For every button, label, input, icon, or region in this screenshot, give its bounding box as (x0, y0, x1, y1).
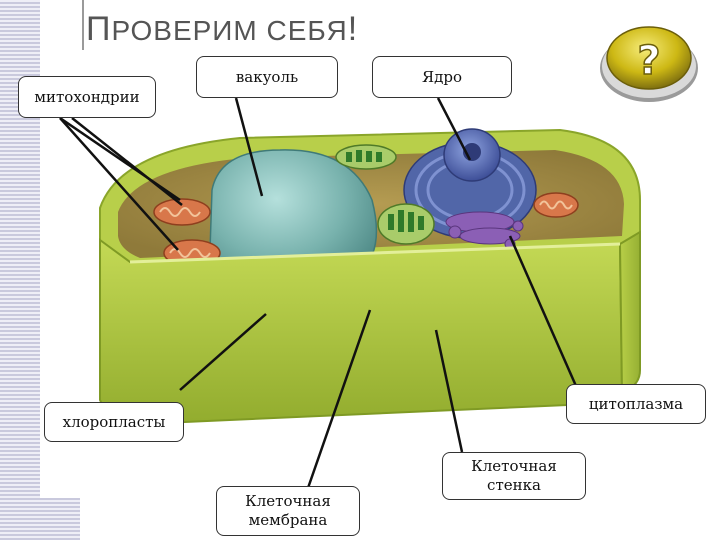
bottom-stripe-decoration (40, 498, 80, 540)
label-cytoplasm: цитоплазма (566, 384, 706, 424)
label-cell-wall-line1: Клеточная (471, 457, 557, 476)
cell-wall-side (618, 230, 641, 394)
chloroplast (377, 203, 435, 245)
chloroplast (335, 144, 397, 170)
label-cell-membrane: Клеточная мембрана (216, 486, 360, 536)
label-cell-membrane-line1: Клеточная (245, 492, 331, 511)
label-nucleus: Ядро (372, 56, 512, 98)
cell-membrane-edge (129, 242, 621, 264)
label-cell-membrane-line2: мембрана (248, 511, 328, 529)
label-vacuole: вакуоль (196, 56, 338, 98)
page-title: ПРОВЕРИМ СЕБЯ! (86, 10, 358, 50)
label-mitochondria: митохондрии (18, 76, 156, 118)
question-glyph: ? (637, 38, 660, 84)
label-chloroplasts: хлоропласты (44, 402, 184, 442)
title-text: РОВЕРИМ СЕБЯ (111, 15, 348, 46)
nucleus (403, 128, 537, 239)
question-button-icon[interactable]: ? (598, 18, 700, 104)
label-cell-wall-line2: стенка (487, 476, 541, 494)
label-cell-wall: Клеточная стенка (442, 452, 586, 500)
title-divider (82, 0, 84, 50)
cell-wall-front (99, 238, 624, 426)
mitochondrion (153, 198, 211, 226)
title-punct: ! (347, 10, 359, 48)
leader-lines (59, 97, 578, 489)
mitochondrion (533, 192, 579, 218)
golgi-apparatus (445, 211, 524, 250)
title-first-letter: П (86, 10, 112, 48)
